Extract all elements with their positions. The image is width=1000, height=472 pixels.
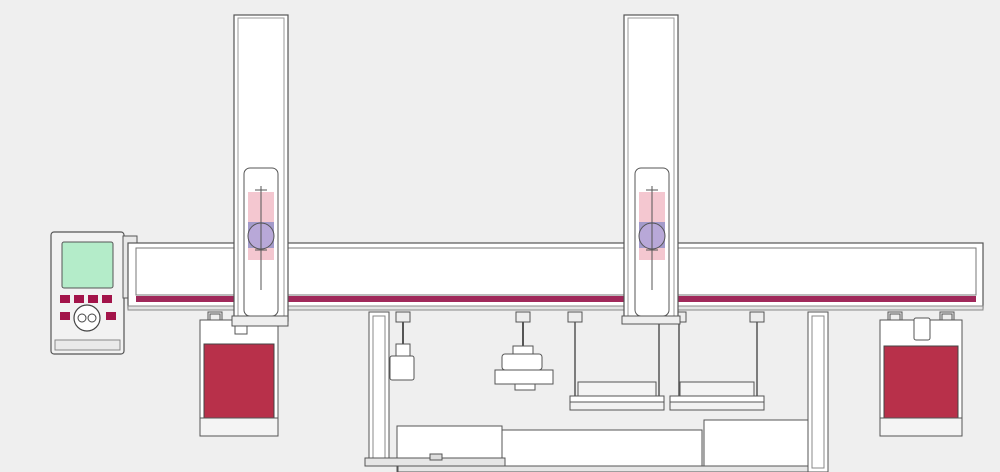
drawer-trays [567,311,765,411]
terminal-keypad [60,295,116,320]
terminal-dial [73,304,101,332]
terminal-screen [61,241,114,289]
syringe-module-right [638,186,666,290]
control-terminal [50,231,138,355]
drawer-tray-left [567,311,667,411]
syringe-module-left [247,186,275,290]
reservoir-right [879,311,963,437]
robotic-arm-left [231,14,289,327]
rail-stripe [136,296,976,302]
robotic-arm-right [621,14,681,325]
support-posts [368,311,829,472]
reservoir-left [199,311,279,437]
tool-holders [389,311,554,391]
drawer-tray-right [669,311,765,411]
base-modules [364,419,809,472]
